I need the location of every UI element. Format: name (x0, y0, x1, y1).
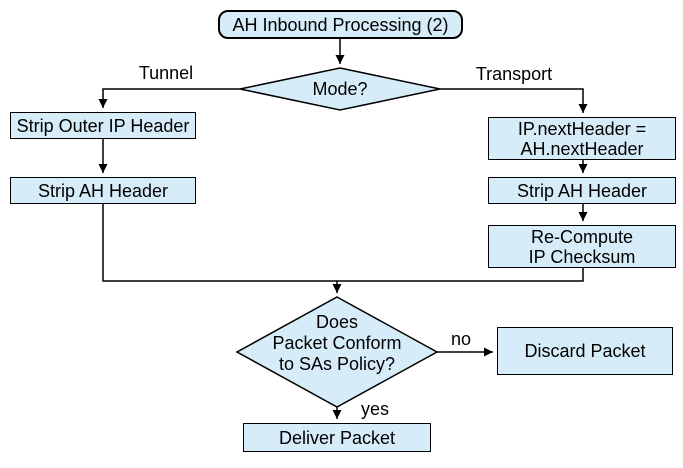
node-ip-next-header: IP.nextHeader = AH.nextHeader (488, 117, 676, 160)
edge-label-yes: yes (360, 399, 389, 419)
node-discard-packet-label: Discard Packet (524, 341, 646, 361)
mode-decision-diamond (239, 67, 441, 111)
node-deliver-packet-label: Deliver Packet (278, 427, 396, 448)
node-recompute-checksum-line2: IP Checksum (528, 246, 636, 267)
node-recompute-checksum-line1: Re-Compute (530, 226, 634, 247)
node-strip-ah-left-label: Strip AH Header (37, 180, 169, 201)
node-ip-next-header-line2: AH.nextHeader (520, 138, 644, 159)
node-strip-outer-ip-label: Strip Outer IP Header (16, 115, 190, 136)
node-start-label: AH Inbound Processing (2) (232, 14, 449, 35)
edge-mode-to-strip-outer-tunnel (98, 88, 240, 108)
node-strip-ah-right: Strip AH Header (488, 177, 676, 204)
policy-decision-diamond (235, 296, 439, 408)
edge-label-tunnel: Tunnel (138, 63, 194, 83)
edge-label-transport: Transport (475, 64, 553, 84)
edge-merge-lines (102, 204, 584, 282)
node-ip-next-header-line1: IP.nextHeader = (517, 118, 647, 139)
node-strip-ah-left: Strip AH Header (10, 177, 196, 204)
node-recompute-checksum: Re-Compute IP Checksum (488, 225, 676, 268)
node-deliver-packet: Deliver Packet (243, 423, 431, 452)
edge-mode-to-ipnextheader-transport (440, 88, 588, 113)
node-strip-ah-right-label: Strip AH Header (516, 180, 648, 201)
edge-label-no: no (450, 329, 472, 349)
node-strip-outer-ip: Strip Outer IP Header (10, 112, 196, 139)
node-start: AH Inbound Processing (2) (218, 10, 463, 39)
node-discard-packet: Discard Packet (497, 327, 673, 375)
